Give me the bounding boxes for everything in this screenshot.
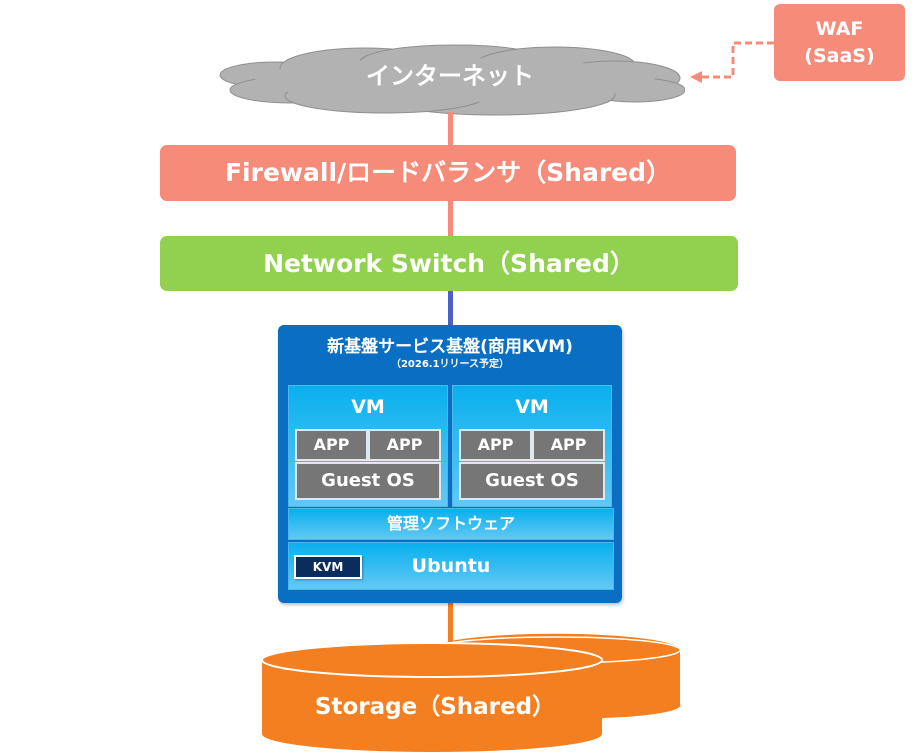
app-label: APP: [386, 435, 423, 454]
app-box[interactable]: APP: [295, 429, 368, 461]
waf-to-internet-arrow: [690, 41, 774, 83]
firewall-loadbalancer-node[interactable]: Firewall/ロードバランサ（Shared）: [160, 145, 736, 201]
platform-title: 新基盤サービス基盤(商用KVM): [327, 337, 573, 357]
host-os-layer[interactable]: KVM Ubuntu: [288, 542, 614, 590]
guest-os-box[interactable]: Guest OS: [459, 462, 605, 500]
kvm-badge[interactable]: KVM: [294, 555, 362, 579]
storage-cylinder-front: [261, 642, 603, 752]
storage-cylinders[interactable]: [255, 630, 695, 754]
vm-title: VM: [351, 396, 385, 418]
kvm-label: KVM: [312, 560, 344, 574]
internet-label: インターネット: [366, 62, 534, 90]
vm-box[interactable]: VM APP APP Guest OS: [288, 385, 448, 507]
waf-node[interactable]: WAF (SaaS): [774, 4, 905, 81]
app-label: APP: [550, 435, 587, 454]
guest-os-label: Guest OS: [321, 470, 415, 491]
waf-label: WAF: [815, 18, 864, 40]
network-switch-label: Network Switch（Shared）: [263, 249, 635, 278]
waf-sublabel: (SaaS): [804, 45, 875, 67]
platform-release-note: （2026.1リリース予定）: [390, 359, 510, 370]
management-software-label: 管理ソフトウェア: [386, 514, 515, 533]
guest-os-box[interactable]: Guest OS: [295, 462, 441, 500]
firewall-label: Firewall/ロードバランサ（Shared）: [224, 158, 672, 187]
storage-label: Storage（Shared）: [314, 694, 556, 720]
link-firewall-switch: [448, 201, 453, 237]
management-software-layer[interactable]: 管理ソフトウェア: [288, 508, 614, 540]
app-box[interactable]: APP: [459, 429, 532, 461]
guest-os-label: Guest OS: [485, 470, 579, 491]
link-switch-platform: [448, 291, 453, 326]
app-box[interactable]: APP: [532, 429, 605, 461]
kvm-platform[interactable]: 新基盤サービス基盤(商用KVM) （2026.1リリース予定） VM APP A…: [278, 325, 622, 603]
vm-box[interactable]: VM APP APP Guest OS: [452, 385, 612, 507]
internet-cloud: [219, 44, 685, 116]
app-label: APP: [477, 435, 514, 454]
network-switch-node[interactable]: Network Switch（Shared）: [160, 236, 738, 291]
vm-title: VM: [515, 396, 549, 418]
app-label: APP: [313, 435, 350, 454]
host-os-label: Ubuntu: [411, 555, 491, 577]
link-platform-storage: [448, 603, 453, 643]
link-internet-firewall: [448, 112, 453, 145]
app-box[interactable]: APP: [368, 429, 441, 461]
